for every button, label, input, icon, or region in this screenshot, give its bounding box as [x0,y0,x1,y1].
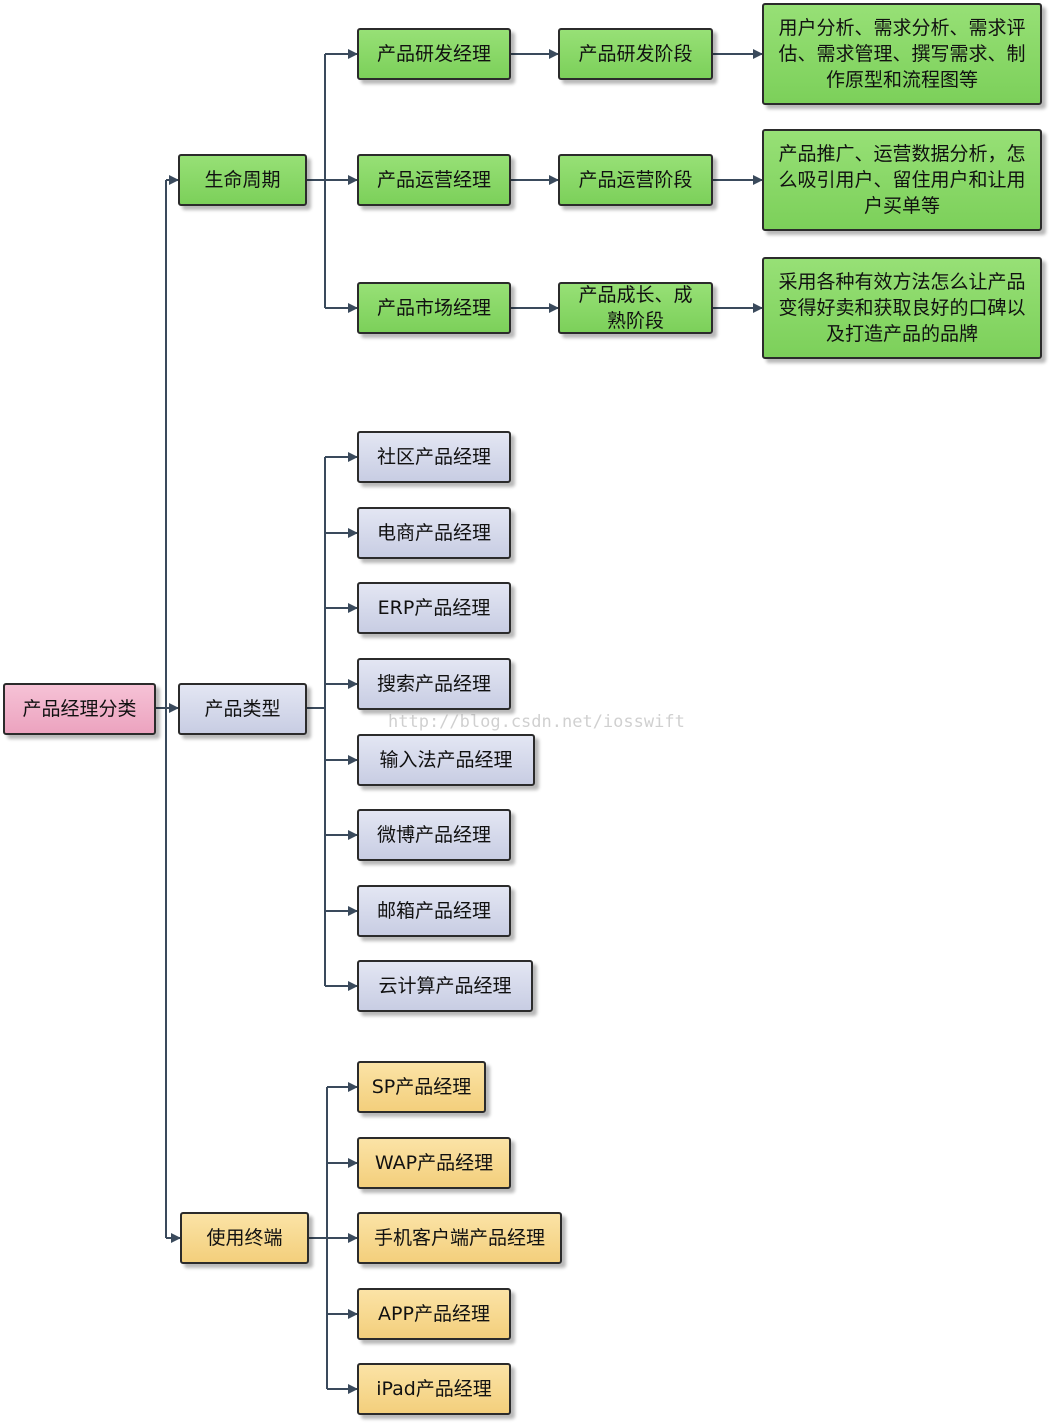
lifecycle-manager-node: 产品研发经理 [357,28,511,80]
category-lifecycle: 生命周期 [178,154,307,206]
lifecycle-stage-node: 产品运营阶段 [558,154,713,206]
lifecycle-description-node: 采用各种有效方法怎么让产品变得好卖和获取良好的口碑以及打造产品的品牌 [762,257,1042,359]
product-type-node: 搜索产品经理 [357,658,511,710]
lifecycle-stage-node: 产品成长、成熟阶段 [558,282,713,334]
lifecycle-description-node: 产品推广、运营数据分析，怎么吸引用户、留住用户和让用户买单等 [762,129,1042,231]
category-product-type: 产品类型 [178,683,307,735]
product-type-node: 微博产品经理 [357,809,511,861]
product-type-node: 输入法产品经理 [357,734,535,786]
category-terminal: 使用终端 [180,1212,309,1264]
terminal-node: 手机客户端产品经理 [357,1212,562,1264]
root-node: 产品经理分类 [3,683,156,735]
lifecycle-description-node: 用户分析、需求分析、需求评估、需求管理、撰写需求、制作原型和流程图等 [762,3,1042,105]
terminal-node: WAP产品经理 [357,1137,511,1189]
terminal-node: iPad产品经理 [357,1363,511,1415]
lifecycle-stage-node: 产品研发阶段 [558,28,713,80]
lifecycle-manager-node: 产品运营经理 [357,154,511,206]
product-type-node: 邮箱产品经理 [357,885,511,937]
product-type-node: 社区产品经理 [357,431,511,483]
terminal-node: SP产品经理 [357,1061,486,1113]
product-type-node: 云计算产品经理 [357,960,533,1012]
watermark-text: http://blog.csdn.net/iosswift [388,712,685,732]
lifecycle-manager-node: 产品市场经理 [357,282,511,334]
product-type-node: ERP产品经理 [357,582,511,634]
product-type-node: 电商产品经理 [357,507,511,559]
terminal-node: APP产品经理 [357,1288,511,1340]
